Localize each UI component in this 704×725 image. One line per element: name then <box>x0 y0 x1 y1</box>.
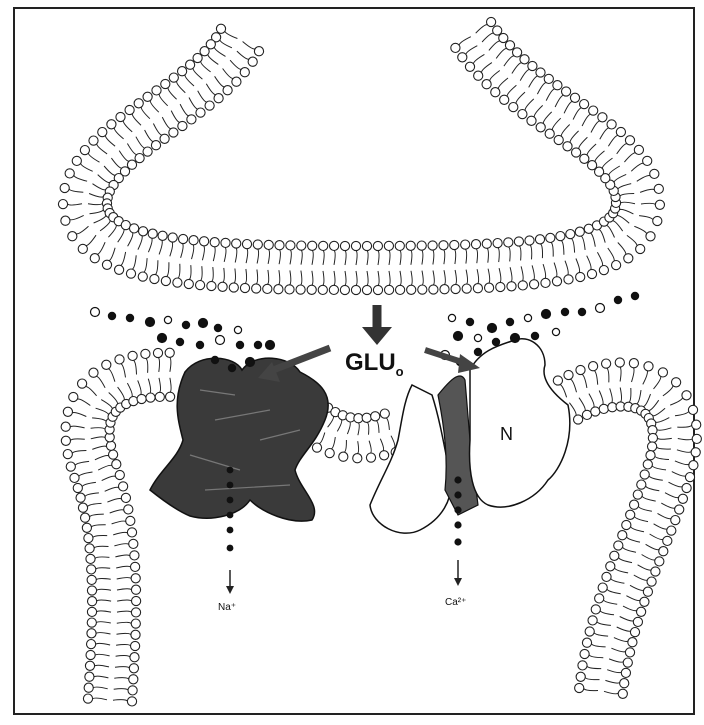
presynaptic-membrane <box>58 17 664 294</box>
glutamate-dot <box>631 292 638 299</box>
glutamate-dot <box>246 358 255 367</box>
glutamate-dot <box>524 314 531 321</box>
ion-dot <box>454 538 461 545</box>
postsynaptic-left-arm <box>61 348 175 706</box>
glutamate-dot <box>578 308 585 315</box>
postsynaptic-membrane <box>61 348 701 706</box>
arrow-to-nmda <box>425 350 480 373</box>
glutamate-dot <box>542 310 551 319</box>
ion-dot <box>227 527 234 534</box>
glutamate-dot <box>176 338 183 345</box>
ampa-receptor <box>150 358 328 521</box>
glu-label: GLUo <box>345 349 404 379</box>
glutamate-dot <box>614 296 621 303</box>
nmda-receptor-label: N <box>500 424 513 444</box>
glutamate-dot <box>448 314 455 321</box>
glutamate-dot <box>216 336 225 345</box>
glutamate-dot <box>164 316 171 323</box>
glutamate-dot <box>146 318 155 327</box>
calcium-ion-label: Ca²⁺ <box>445 597 466 608</box>
glutamate-dot <box>182 321 189 328</box>
glutamate-dot <box>474 334 481 341</box>
glutamate-dot <box>531 332 538 339</box>
release-arrow <box>362 305 392 345</box>
glutamate-dot <box>506 318 513 325</box>
ion-dot <box>454 476 461 483</box>
ion-dot <box>227 482 234 489</box>
glutamate-dot <box>196 341 203 348</box>
glutamate-dot <box>596 304 605 313</box>
glutamate-dot <box>552 328 559 335</box>
glutamate-dot <box>158 334 167 343</box>
glutamate-dot <box>214 324 221 331</box>
glutamate-dot <box>254 341 261 348</box>
glutamate-dot <box>126 314 133 321</box>
ion-dot <box>227 497 234 504</box>
glutamate-dot <box>91 308 100 317</box>
ion-dot <box>454 521 461 528</box>
ion-dot <box>454 491 461 498</box>
glutamate-dot <box>561 308 568 315</box>
glutamate-dot <box>236 341 243 348</box>
presynaptic-bilayer <box>58 17 664 294</box>
glutamate-dot <box>488 324 497 333</box>
ion-arrow-left <box>226 570 234 594</box>
glutamate-dot <box>108 312 115 319</box>
ion-dot <box>227 467 234 474</box>
ion-dot <box>227 545 234 552</box>
glutamate-dot <box>492 338 499 345</box>
glutamate-dot <box>228 364 235 371</box>
sodium-ion-label: Na⁺ <box>218 602 236 613</box>
glutamate-dot <box>199 319 208 328</box>
glutamate-dot <box>466 318 473 325</box>
glutamate-dot <box>266 341 275 350</box>
glutamate-dot <box>211 356 218 363</box>
ion-dot <box>454 506 461 513</box>
glutamate-dot <box>474 348 481 355</box>
ion-arrow-right <box>454 560 462 586</box>
glutamate-dot <box>454 332 463 341</box>
ion-dot <box>227 512 234 519</box>
glutamate-dot <box>234 326 241 333</box>
glutamate-dot <box>511 334 520 343</box>
postsynaptic-right-arm <box>553 358 701 699</box>
